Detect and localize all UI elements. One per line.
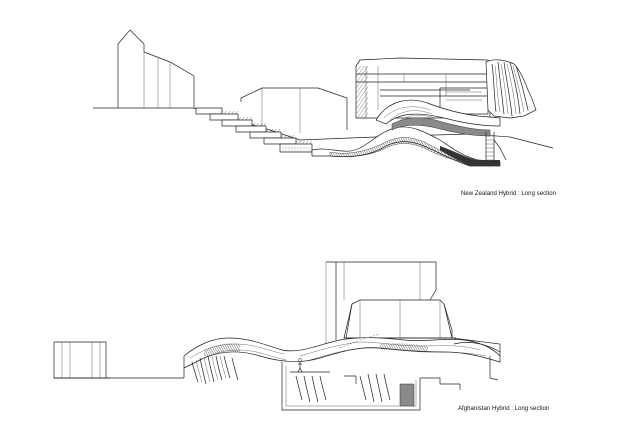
nz-landscape-wave [311,126,501,167]
nz-curved-shell [375,99,501,137]
af-roof-landscape [183,333,501,369]
af-section-caption: Afghanistan Hybrid : Long section [458,406,550,412]
nz-draped-form [485,59,537,119]
af-upper-pavilion [343,299,456,339]
nz-section-caption: New Zealand Hybrid : Long section [461,191,557,197]
nz-terrace-steps [195,107,313,153]
nz-side-stair [485,132,507,162]
af-sunken-interior [183,355,421,411]
nz-main-building [355,57,491,119]
af-long-section [53,261,501,411]
nz-long-section [93,29,554,167]
